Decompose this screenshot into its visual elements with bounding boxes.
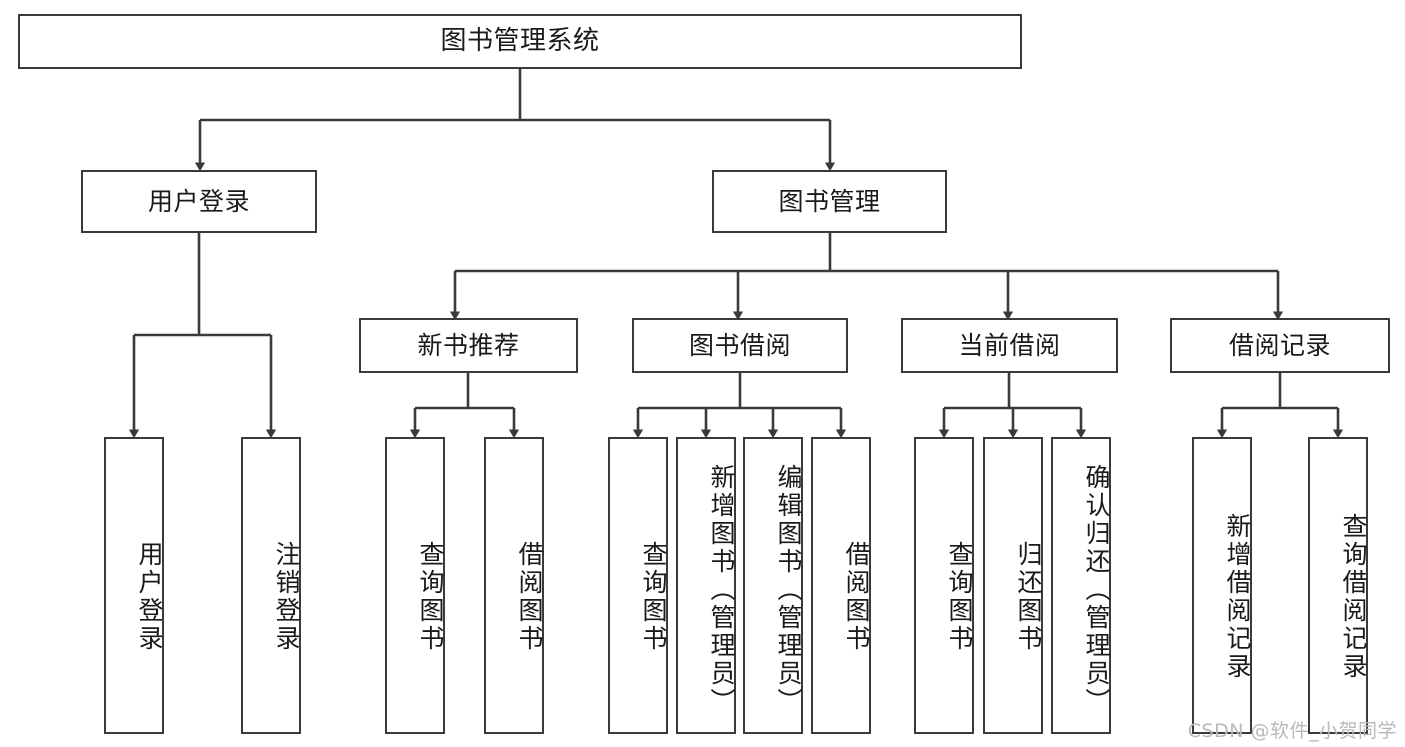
node-leaf-query-book-2[interactable]: 查询图书 bbox=[608, 437, 668, 734]
node-user-login[interactable]: 用户登录 bbox=[81, 170, 317, 233]
node-leaf-add-record-label: 新增借阅记录 bbox=[1223, 512, 1252, 681]
node-new-book-recommend[interactable]: 新书推荐 bbox=[359, 318, 578, 373]
node-leaf-borrow-book-1[interactable]: 借阅图书 bbox=[484, 437, 544, 734]
node-leaf-add-book[interactable]: 新增图书（管理员） bbox=[676, 437, 736, 734]
node-current-borrow[interactable]: 当前借阅 bbox=[901, 318, 1118, 373]
node-leaf-query-book-1-label: 查询图书 bbox=[416, 540, 445, 653]
node-leaf-edit-book[interactable]: 编辑图书（管理员） bbox=[743, 437, 803, 734]
node-root-label: 图书管理系统 bbox=[440, 26, 600, 57]
node-leaf-query-record-label: 查询借阅记录 bbox=[1339, 512, 1368, 681]
node-borrow-record-label: 借阅记录 bbox=[1228, 330, 1331, 360]
node-book-borrow[interactable]: 图书借阅 bbox=[632, 318, 848, 373]
node-leaf-query-book-3[interactable]: 查询图书 bbox=[914, 437, 974, 734]
node-user-login-label: 用户登录 bbox=[147, 186, 250, 216]
node-leaf-query-record[interactable]: 查询借阅记录 bbox=[1308, 437, 1368, 734]
node-borrow-record[interactable]: 借阅记录 bbox=[1170, 318, 1390, 373]
node-leaf-confirm-return-label: 确认归还（管理员） bbox=[1082, 463, 1111, 716]
node-leaf-logout-label: 注销登录 bbox=[272, 540, 301, 653]
node-new-book-recommend-label: 新书推荐 bbox=[417, 330, 520, 360]
node-leaf-user-login-label: 用户登录 bbox=[135, 540, 164, 653]
node-leaf-logout[interactable]: 注销登录 bbox=[241, 437, 301, 734]
node-leaf-query-book-2-label: 查询图书 bbox=[639, 540, 668, 653]
node-leaf-confirm-return[interactable]: 确认归还（管理员） bbox=[1051, 437, 1111, 734]
node-leaf-borrow-book-1-label: 借阅图书 bbox=[515, 540, 544, 653]
node-book-borrow-label: 图书借阅 bbox=[688, 330, 791, 360]
node-leaf-return-book-label: 归还图书 bbox=[1014, 540, 1043, 653]
node-leaf-edit-book-label: 编辑图书（管理员） bbox=[774, 463, 803, 716]
node-current-borrow-label: 当前借阅 bbox=[958, 330, 1061, 360]
node-leaf-borrow-book-2[interactable]: 借阅图书 bbox=[811, 437, 871, 734]
watermark-text: CSDN @软件_小贺同学 bbox=[1187, 720, 1397, 742]
node-leaf-borrow-book-2-label: 借阅图书 bbox=[842, 540, 871, 653]
node-root[interactable]: 图书管理系统 bbox=[18, 14, 1022, 69]
node-leaf-add-book-label: 新增图书（管理员） bbox=[707, 463, 736, 716]
node-book-manage[interactable]: 图书管理 bbox=[712, 170, 947, 233]
node-book-manage-label: 图书管理 bbox=[778, 186, 881, 216]
node-leaf-query-book-3-label: 查询图书 bbox=[945, 540, 974, 653]
node-leaf-return-book[interactable]: 归还图书 bbox=[983, 437, 1043, 734]
node-leaf-add-record[interactable]: 新增借阅记录 bbox=[1192, 437, 1252, 734]
node-leaf-user-login[interactable]: 用户登录 bbox=[104, 437, 164, 734]
node-leaf-query-book-1[interactable]: 查询图书 bbox=[385, 437, 445, 734]
